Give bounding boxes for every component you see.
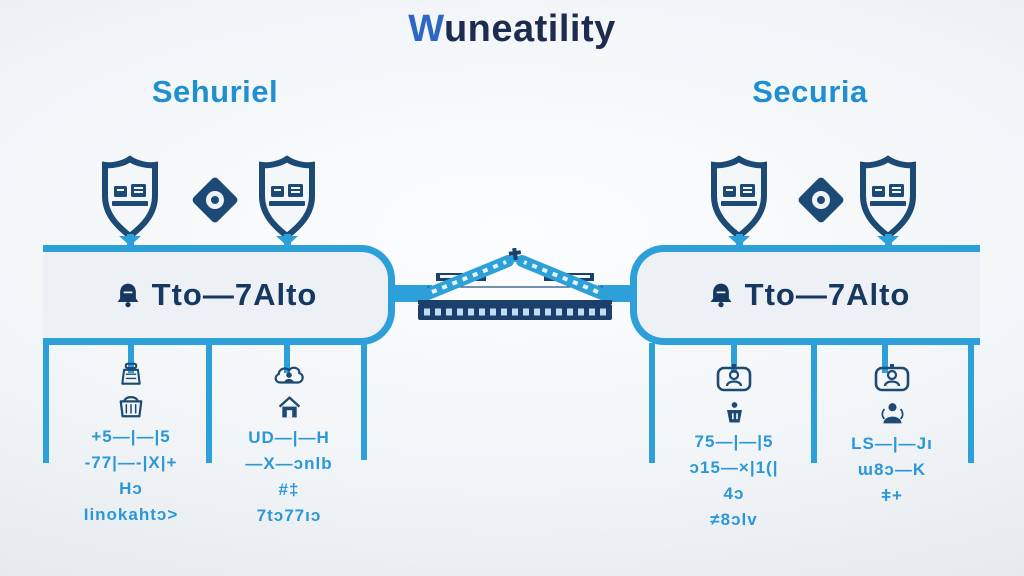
badge-dot — [815, 194, 827, 206]
tree-stub — [284, 343, 290, 373]
garbled-label: ≠8ɔlv — [710, 510, 758, 529]
right-box-label: Tto—7Alto — [744, 277, 911, 312]
left-box-label: Tto—7Alto — [151, 277, 318, 312]
tree-stub — [731, 343, 737, 373]
garbled-label: UD—|—H — [248, 428, 330, 447]
garbled-label: 7tɔ77ıɔ — [256, 506, 322, 525]
tree-line — [43, 343, 49, 463]
garbled-label: Hɔ — [119, 479, 143, 498]
garbled-label: LS—|—Jı — [851, 434, 933, 453]
title-initial: W — [408, 8, 444, 50]
left-section-header: Sehuriel — [151, 74, 279, 109]
badge-dot — [209, 194, 221, 206]
right-section-header: Securia — [752, 74, 868, 109]
garbled-label: 75—|—|5 — [694, 432, 774, 451]
tree-line — [811, 343, 817, 463]
garbled-label: ɔ15—×|1(| — [689, 458, 779, 477]
drawbridge-graphic — [395, 248, 635, 320]
person-icon — [879, 400, 906, 427]
shield-icon — [707, 154, 771, 242]
garbled-label: ǂ+ — [881, 486, 903, 505]
left-column-1: +5—|—|5 -77|—-|X|+ Hɔ Iinokahtɔ> — [46, 362, 216, 528]
right-column-1: 75—|—|5 ɔ15—×|1(| 4ɔ ≠8ɔlv — [649, 362, 819, 533]
basket-icon — [117, 392, 145, 420]
arrowhead-icon — [728, 236, 750, 246]
user-box-icon — [715, 362, 753, 396]
tree-line — [968, 343, 974, 463]
page-title: Wuneatility — [0, 8, 1024, 51]
tree-stub — [882, 343, 888, 373]
garbled-label: Iinokahtɔ> — [83, 505, 179, 524]
bell-icon — [114, 281, 142, 309]
right-column-2: LS—|—Jı ɯ8ɔ—K ǂ+ — [807, 362, 977, 509]
tree-line — [649, 343, 655, 463]
right-firewall-box: Tto—7Alto — [630, 245, 980, 345]
garbled-label: 4ɔ — [723, 484, 745, 503]
badge-circle — [202, 187, 228, 213]
bell-icon — [707, 281, 735, 309]
badge-circle — [808, 187, 834, 213]
garbled-label: ɯ8ɔ—K — [857, 460, 927, 479]
house-icon — [276, 394, 303, 421]
diamond-badge-icon — [190, 175, 240, 225]
arrowhead-icon — [119, 236, 141, 246]
left-firewall-box: Tto—7Alto — [43, 245, 395, 345]
cloud-user-icon — [272, 362, 306, 390]
shield-icon — [856, 154, 920, 242]
arrowhead-icon — [877, 236, 899, 246]
tree-line — [206, 343, 212, 463]
arrowhead-icon — [276, 236, 298, 246]
bridge-finial-cross — [508, 248, 522, 261]
garbled-label: +5—|—|5 — [91, 427, 171, 446]
diamond-badge-icon — [796, 175, 846, 225]
jar-icon — [118, 362, 144, 388]
garbled-label: —X—ɔnlb — [245, 454, 333, 473]
garbled-label: #‡ — [278, 480, 300, 499]
tree-stub — [128, 343, 134, 373]
garbled-label: -77|—-|X|+ — [84, 453, 178, 472]
tree-line — [361, 343, 367, 460]
dark-basket-icon — [722, 400, 747, 425]
user-box-icon — [873, 362, 911, 396]
shield-icon — [98, 154, 162, 242]
title-rest: uneatility — [443, 8, 616, 50]
left-column-2: UD—|—H —X—ɔnlb #‡ 7tɔ77ıɔ — [204, 362, 374, 529]
shield-icon — [255, 154, 319, 242]
